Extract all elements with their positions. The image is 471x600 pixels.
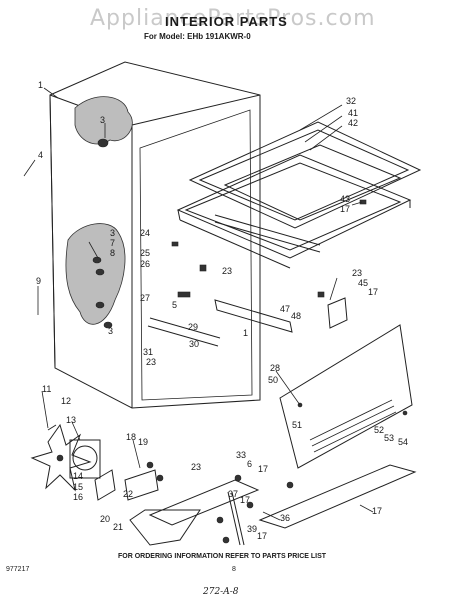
callout-37: 37 <box>228 489 238 499</box>
callout-53: 53 <box>384 433 394 443</box>
callout-26: 26 <box>140 259 150 269</box>
callout-5: 5 <box>172 300 177 310</box>
callout-4: 4 <box>38 150 43 160</box>
callout-17: 17 <box>368 287 378 297</box>
callout-17: 17 <box>257 531 267 541</box>
callout-52: 52 <box>374 425 384 435</box>
callout-25: 25 <box>140 248 150 258</box>
callout-23: 23 <box>191 462 201 472</box>
callout-6: 6 <box>247 459 252 469</box>
callout-labels: 1 3 4 3 7 8 9 3 24 25 26 23 27 5 29 1 31… <box>36 80 408 541</box>
callout-9: 9 <box>36 276 41 286</box>
watermark: AppliancePartsPros.com <box>90 6 376 31</box>
interior-brackets <box>147 199 367 347</box>
callout-16: 16 <box>73 492 83 502</box>
callout-17: 17 <box>258 464 268 474</box>
callout-3: 3 <box>100 115 105 125</box>
callout-leaders <box>23 87 374 521</box>
callout-22: 22 <box>123 489 133 499</box>
fan-assembly <box>30 423 101 492</box>
callout-1: 1 <box>38 80 43 90</box>
callout-17: 17 <box>240 495 250 505</box>
callout-27: 27 <box>140 293 150 303</box>
callout-31: 31 <box>143 347 153 357</box>
callout-45: 45 <box>358 278 368 288</box>
callout-32: 32 <box>346 96 356 106</box>
callout-24: 24 <box>140 228 150 238</box>
callout-43: 43 <box>340 194 350 204</box>
callout-1: 1 <box>243 328 248 338</box>
callout-33: 33 <box>236 450 246 460</box>
callout-42: 42 <box>348 118 358 128</box>
callout-20: 20 <box>100 514 110 524</box>
ordering-info-note: FOR ORDERING INFORMATION REFER TO PARTS … <box>118 553 327 560</box>
callout-15: 15 <box>73 482 83 492</box>
callout-17: 17 <box>372 506 382 516</box>
cabinet-liner <box>49 61 261 409</box>
callout-13: 13 <box>66 415 76 425</box>
cover-panel <box>279 324 413 469</box>
callout-23: 23 <box>352 268 362 278</box>
callout-19: 19 <box>138 437 148 447</box>
callout-48: 48 <box>291 311 301 321</box>
callout-17: 17 <box>340 204 350 214</box>
callout-23: 23 <box>146 357 156 367</box>
model-subtitle: For Model: EHb 191AKWR-0 <box>144 32 251 41</box>
callout-28: 28 <box>270 363 280 373</box>
callout-47: 47 <box>280 304 290 314</box>
callout-41: 41 <box>348 108 358 118</box>
callout-29: 29 <box>188 322 198 332</box>
callout-14: 14 <box>73 471 83 481</box>
callout-3: 3 <box>110 228 115 238</box>
callout-8: 8 <box>110 248 115 258</box>
callout-18: 18 <box>126 432 136 442</box>
callout-23: 23 <box>222 266 232 276</box>
callout-21: 21 <box>113 522 123 532</box>
drain-trough <box>94 461 417 546</box>
callout-3: 3 <box>108 326 113 336</box>
document-code: 977217 <box>6 566 30 573</box>
callout-50: 50 <box>268 375 278 385</box>
callout-36: 36 <box>280 513 290 523</box>
callout-12: 12 <box>61 396 71 406</box>
page-number: 8 <box>232 566 236 573</box>
callout-51: 51 <box>292 420 302 430</box>
callout-54: 54 <box>398 437 408 447</box>
callout-39: 39 <box>247 524 257 534</box>
callout-7: 7 <box>110 238 115 248</box>
diagram-title: INTERIOR PARTS <box>165 14 288 29</box>
handwritten-note: 272-A-8 <box>203 587 239 597</box>
shelf-frames <box>176 121 422 269</box>
callout-30: 30 <box>189 339 199 349</box>
callout-11: 11 <box>42 384 51 394</box>
